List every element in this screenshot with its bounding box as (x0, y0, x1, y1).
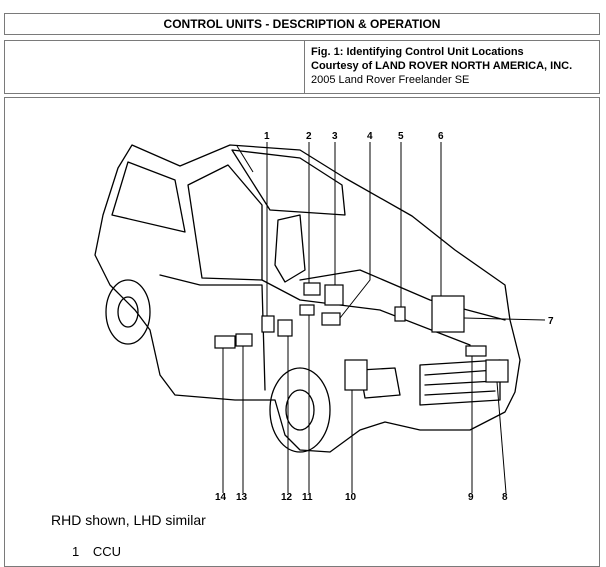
unit-3 (324, 284, 344, 306)
legend-item-number: 1 (72, 544, 80, 559)
door-line (159, 274, 266, 391)
section-header: CONTROL UNITS - DESCRIPTION & OPERATION (4, 13, 600, 35)
figure-vehicle: 2005 Land Rover Freelander SE (311, 74, 470, 86)
windshield (231, 149, 346, 216)
callout-4: 4 (367, 131, 373, 142)
legend-item: 1 CCU (72, 544, 131, 559)
unit-5 (394, 306, 406, 322)
leader-7 (463, 317, 546, 321)
front-wheel (269, 367, 331, 453)
unit-10 (344, 359, 368, 391)
side-window (111, 161, 186, 233)
callout-11: 11 (302, 492, 313, 503)
grille-slats (424, 369, 496, 396)
unit-14 (214, 335, 236, 349)
unit-13 (235, 333, 253, 347)
callout-14: 14 (215, 492, 227, 503)
unit-1 (261, 315, 275, 333)
car-body-outline (94, 144, 521, 453)
callout-3: 3 (332, 131, 338, 142)
grille (419, 359, 501, 406)
front-wheel-hub (285, 389, 315, 431)
unit-4 (321, 312, 341, 326)
leader-4 (339, 142, 371, 319)
rear-wheel-hub (117, 296, 139, 328)
callout-5: 5 (398, 131, 404, 142)
leader-8 (496, 381, 507, 494)
figure-info-blank-cell (5, 41, 305, 93)
unit-12 (277, 319, 293, 337)
callout-6: 6 (438, 131, 444, 142)
callout-10: 10 (345, 492, 357, 503)
antenna-leader (236, 145, 254, 173)
unit-6 (431, 295, 465, 333)
diagram-caption: RHD shown, LHD similar (51, 512, 206, 528)
callout-2: 2 (306, 131, 312, 142)
unit-9 (465, 345, 487, 357)
unit-11 (299, 304, 315, 316)
hood-line (299, 269, 506, 321)
seat (274, 214, 306, 283)
callout-7: 7 (548, 316, 554, 327)
unit-8 (485, 359, 509, 383)
figure-info-text: Fig. 1: Identifying Control Unit Locatio… (305, 41, 599, 93)
figure-title: Fig. 1: Identifying Control Unit Locatio… (311, 46, 524, 58)
callout-8: 8 (502, 492, 508, 503)
callout-13: 13 (236, 492, 248, 503)
callout-1: 1 (264, 131, 270, 142)
unit-2 (303, 282, 321, 296)
figure-info-box: Fig. 1: Identifying Control Unit Locatio… (4, 40, 600, 94)
callout-9: 9 (468, 492, 474, 503)
figure-courtesy: Courtesy of LAND ROVER NORTH AMERICA, IN… (311, 60, 573, 72)
rear-wheel (105, 279, 151, 345)
callout-12: 12 (281, 492, 293, 503)
legend-item-label: CCU (92, 544, 122, 559)
door-window (187, 164, 263, 281)
section-title: CONTROL UNITS - DESCRIPTION & OPERATION (163, 17, 441, 31)
